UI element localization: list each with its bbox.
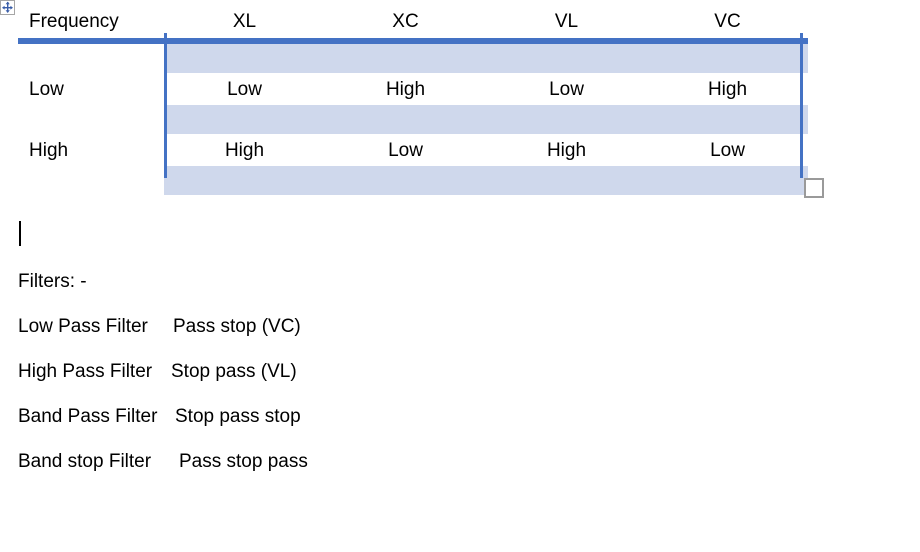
- table-header-rule-xc: [325, 38, 486, 44]
- move-cross-icon: [2, 1, 13, 13]
- cell-high-vl: High: [486, 134, 647, 166]
- table-header-xl: XL: [164, 8, 325, 38]
- filter-behaviour-band-stop: Pass stop pass: [179, 451, 308, 472]
- filter-name-high-pass: High Pass Filter: [18, 361, 153, 382]
- row-label-low: Low: [18, 73, 164, 105]
- table-resize-handle[interactable]: [804, 178, 824, 198]
- cell-high-xl: High: [164, 134, 325, 166]
- table-column-divider: [164, 33, 167, 178]
- cell-low-vl: Low: [486, 73, 647, 105]
- text-cursor: [19, 221, 21, 246]
- table-header-rule-xl: [164, 38, 325, 44]
- filter-name-low-pass: Low Pass Filter: [18, 316, 148, 337]
- table-header-vl: VL: [486, 8, 647, 38]
- frequency-reactance-table[interactable]: Frequency XL XC VL VC: [18, 8, 808, 195]
- list-item: Band stop Filter Pass stop pass: [18, 452, 308, 471]
- list-item: Low Pass Filter Pass stop (VC): [18, 317, 301, 336]
- frequency-reactance-table-container: Frequency XL XC VL VC: [0, 0, 920, 200]
- table-header-rule-vl: [486, 38, 647, 44]
- table-band-row: [18, 44, 808, 73]
- filter-behaviour-low-pass: Pass stop (VC): [173, 316, 301, 337]
- table-row[interactable]: Low Low High Low High: [18, 73, 808, 105]
- table-band-row: [18, 105, 808, 134]
- table-header-row: Frequency XL XC VL VC: [18, 8, 808, 38]
- list-item: High Pass Filter Stop pass (VL): [18, 362, 297, 381]
- table-header-rule-left: [18, 38, 164, 44]
- cell-high-xc: Low: [325, 134, 486, 166]
- filter-name-band-stop: Band stop Filter: [18, 451, 152, 472]
- table-header-vc: VC: [647, 8, 808, 38]
- cell-high-vc: Low: [647, 134, 808, 166]
- cell-low-xl: Low: [164, 73, 325, 105]
- table-band-row: [18, 166, 808, 195]
- table-header-frequency: Frequency: [18, 8, 164, 38]
- filter-behaviour-band-pass: Stop pass stop: [175, 406, 301, 427]
- filter-name-band-pass: Band Pass Filter: [18, 406, 158, 427]
- cell-low-vc: High: [647, 73, 808, 105]
- filters-heading: Filters: -: [18, 271, 87, 292]
- cell-low-xc: High: [325, 73, 486, 105]
- row-label-high: High: [18, 134, 164, 166]
- table-header-rule-vc: [647, 38, 808, 44]
- table-header-xc: XC: [325, 8, 486, 38]
- list-item: Band Pass Filter Stop pass stop: [18, 407, 301, 426]
- table-move-handle[interactable]: [0, 0, 15, 15]
- table-header-rule: [18, 38, 808, 44]
- table-right-border: [800, 33, 803, 178]
- filter-behaviour-high-pass: Stop pass (VL): [171, 361, 297, 382]
- table-row[interactable]: High High Low High Low: [18, 134, 808, 166]
